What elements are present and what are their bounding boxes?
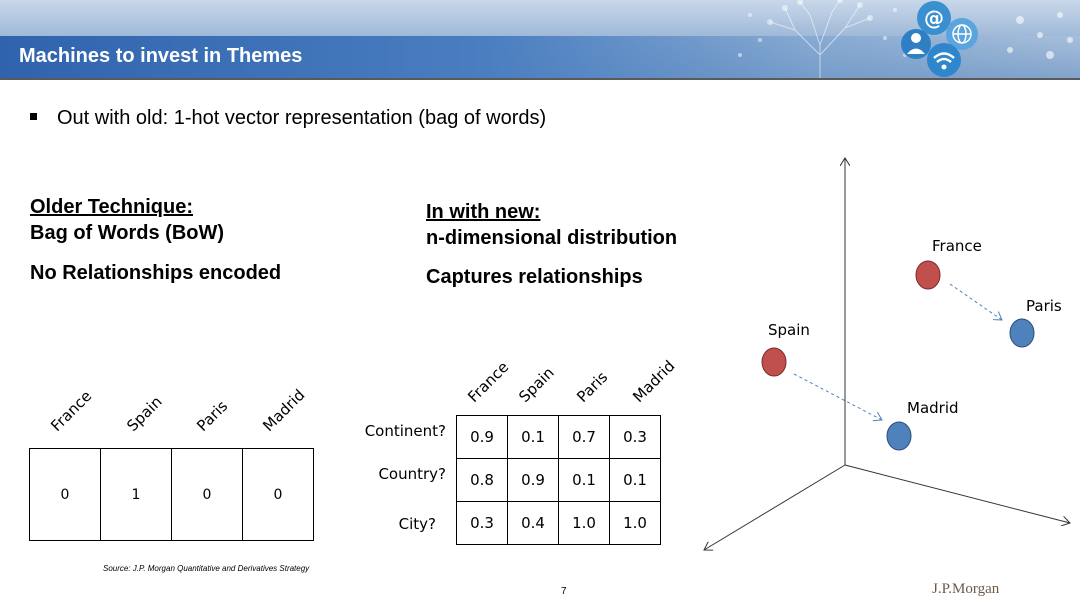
point-label-spain: Spain: [768, 321, 810, 339]
bow-column-header: Paris: [193, 397, 232, 435]
header-banner: @ Machines to invest in Themes: [0, 0, 1080, 80]
bullet-square-icon: [30, 113, 37, 121]
table-row: 0.3 0.4 1.0 1.0: [456, 501, 661, 545]
tree-illustration: [738, 0, 907, 80]
person-icon: [901, 29, 931, 59]
vector-space-plot: France Paris Spain Madrid: [690, 150, 1080, 560]
table-cell: 0: [242, 448, 314, 541]
table-cell: 0.7: [558, 415, 610, 459]
point-paris: [1009, 318, 1035, 348]
point-spain: [761, 347, 787, 377]
at-icon: [917, 1, 951, 35]
embedding-column-header: Paris: [573, 368, 612, 406]
bow-column-header: France: [47, 386, 96, 435]
table-cell: 0: [29, 448, 101, 541]
header-icons: @: [901, 1, 1073, 77]
point-label-madrid: Madrid: [907, 399, 959, 417]
embedding-table: 0.9 0.1 0.7 0.3 0.8 0.9 0.1 0.1 0.3 0.4 …: [456, 415, 661, 545]
embedding-row-label: Continent?: [364, 422, 446, 440]
table-cell: 0.9: [507, 458, 559, 502]
bow-table: 0 1 0 0: [29, 448, 314, 541]
header-divider: [0, 78, 1080, 80]
table-row: 0 1 0 0: [29, 448, 314, 541]
bullet-point: Out with old: 1-hot vector representatio…: [30, 107, 546, 130]
table-cell: 0.4: [507, 501, 559, 545]
table-cell: 0.1: [507, 415, 559, 459]
bow-column-header: Spain: [123, 392, 166, 435]
older-technique-heading: Older Technique:: [30, 196, 193, 218]
point-madrid: [886, 421, 912, 451]
new-technique-note: Captures relationships: [426, 266, 643, 288]
source-note: Source: J.P. Morgan Quantitative and Der…: [103, 564, 310, 573]
jpmorgan-logo: J.P.Morgan: [932, 581, 1000, 597]
older-technique-subheading: Bag of Words (BoW): [30, 222, 225, 244]
point-france: [915, 260, 941, 290]
table-cell: 0.9: [456, 415, 508, 459]
page-number: 7: [561, 586, 567, 597]
bullet-text: Out with old: 1-hot vector representatio…: [57, 107, 547, 129]
bow-column-header: Madrid: [259, 385, 309, 435]
table-cell: 0.3: [609, 415, 661, 459]
embedding-column-header: Spain: [515, 363, 558, 406]
embedding-row-label: Country?: [378, 465, 446, 483]
slide-title: Machines to invest in Themes: [19, 45, 303, 67]
new-technique-subheading: n-dimensional distribution: [426, 227, 678, 249]
point-label-france: France: [932, 237, 982, 255]
table-cell: 0.1: [609, 458, 661, 502]
embedding-column-header: Madrid: [629, 356, 679, 406]
table-cell: 0.3: [456, 501, 508, 545]
table-cell: 0.8: [456, 458, 508, 502]
svg-text:@: @: [924, 6, 944, 30]
x-axis: [844, 464, 1070, 523]
table-cell: 1.0: [609, 501, 661, 545]
new-technique-heading: In with new:: [426, 201, 541, 223]
table-row: 0.8 0.9 0.1 0.1: [456, 458, 661, 502]
spain-madrid-arrow: [793, 373, 882, 420]
older-technique-note: No Relationships encoded: [30, 262, 282, 284]
point-label-paris: Paris: [1026, 297, 1062, 315]
embedding-column-header: France: [464, 357, 513, 406]
table-cell: 1: [100, 448, 172, 541]
table-cell: 1.0: [558, 501, 610, 545]
y-axis: [704, 464, 846, 550]
table-cell: 0: [171, 448, 243, 541]
table-cell: 0.1: [558, 458, 610, 502]
table-row: 0.9 0.1 0.7 0.3: [456, 415, 661, 459]
embedding-row-label: City?: [398, 515, 436, 533]
france-paris-arrow: [949, 283, 1002, 320]
header-band: [0, 36, 1080, 78]
